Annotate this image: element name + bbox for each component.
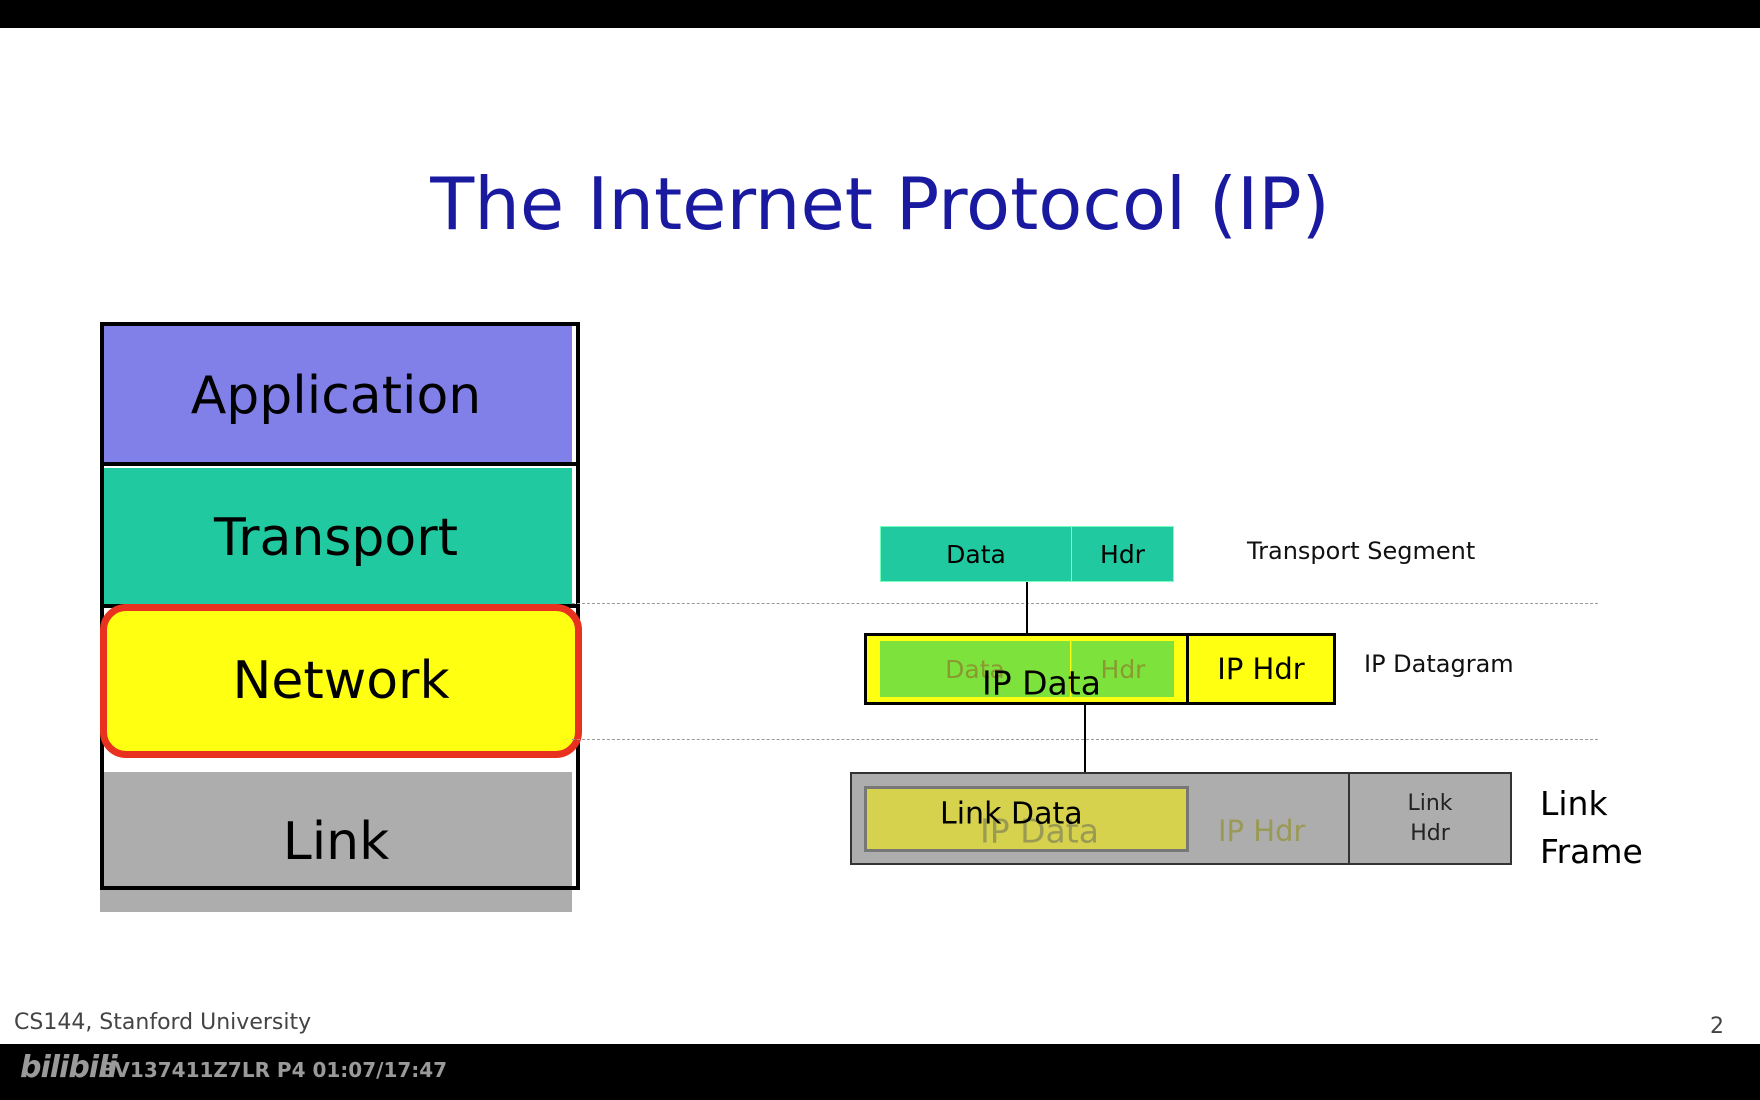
bilibili-logo: bilibili xyxy=(20,1050,118,1085)
segment-hdr-cell: Hdr xyxy=(1071,526,1174,582)
ip-hdr-cell: IP Hdr xyxy=(1186,633,1336,705)
dashed-separator xyxy=(572,603,1598,604)
layer-transport-label: Transport xyxy=(213,508,458,568)
layer-network-label: Network xyxy=(232,651,450,711)
link-frame-caption-line1: Link xyxy=(1540,784,1608,823)
link-hdr-label-line1: Link xyxy=(1407,790,1453,816)
ghost-ip-data-label: IP Data xyxy=(980,811,1099,851)
video-player-bar: bilibili BV137411Z7LR P4 01:07/17:47 xyxy=(0,1044,1760,1100)
link-hdr-label-line2: Hdr xyxy=(1410,820,1450,846)
ghost-hdr-label: Hdr xyxy=(1100,654,1146,684)
layer-link-label: Link xyxy=(282,812,390,872)
ghost-ip-hdr-label: IP Hdr xyxy=(1218,814,1306,848)
transport-segment-caption: Transport Segment xyxy=(1247,537,1476,565)
segment-data-cell: Data xyxy=(880,526,1072,582)
video-info: BV137411Z7LR P4 01:07/17:47 xyxy=(100,1058,448,1082)
link-data-label: Link Data xyxy=(940,796,1083,832)
layer-divider xyxy=(100,462,576,466)
ghost-ip-divider xyxy=(1187,786,1189,852)
page-number: 2 xyxy=(1710,1014,1724,1039)
segment-data-label: Data xyxy=(946,539,1006,569)
layer-application-label: Application xyxy=(190,366,482,426)
ghost-segment-data: Data xyxy=(880,641,1070,697)
ip-datagram-caption: IP Datagram xyxy=(1364,650,1514,678)
ghost-ip-datagram xyxy=(864,786,1189,852)
segment-hdr-label: Hdr xyxy=(1100,539,1145,569)
ghost-segment-hdr: Hdr xyxy=(1071,641,1174,697)
ip-data-label: IP Data xyxy=(982,663,1101,703)
slide: The Internet Protocol (IP) Application T… xyxy=(0,28,1760,1044)
layer-network-highlighted: Network xyxy=(100,604,582,758)
link-hdr-cell: Link Hdr xyxy=(1348,772,1512,865)
slide-title: The Internet Protocol (IP) xyxy=(430,162,1330,246)
link-frame-caption-line2: Frame xyxy=(1540,831,1643,871)
layer-application: Application xyxy=(100,326,572,466)
ip-hdr-label: IP Hdr xyxy=(1217,652,1305,686)
ghost-data-label: Data xyxy=(945,654,1005,684)
link-frame-caption: Link Frame xyxy=(1540,780,1643,876)
footer-course: CS144, Stanford University xyxy=(14,1010,312,1035)
layer-transport: Transport xyxy=(100,468,572,608)
